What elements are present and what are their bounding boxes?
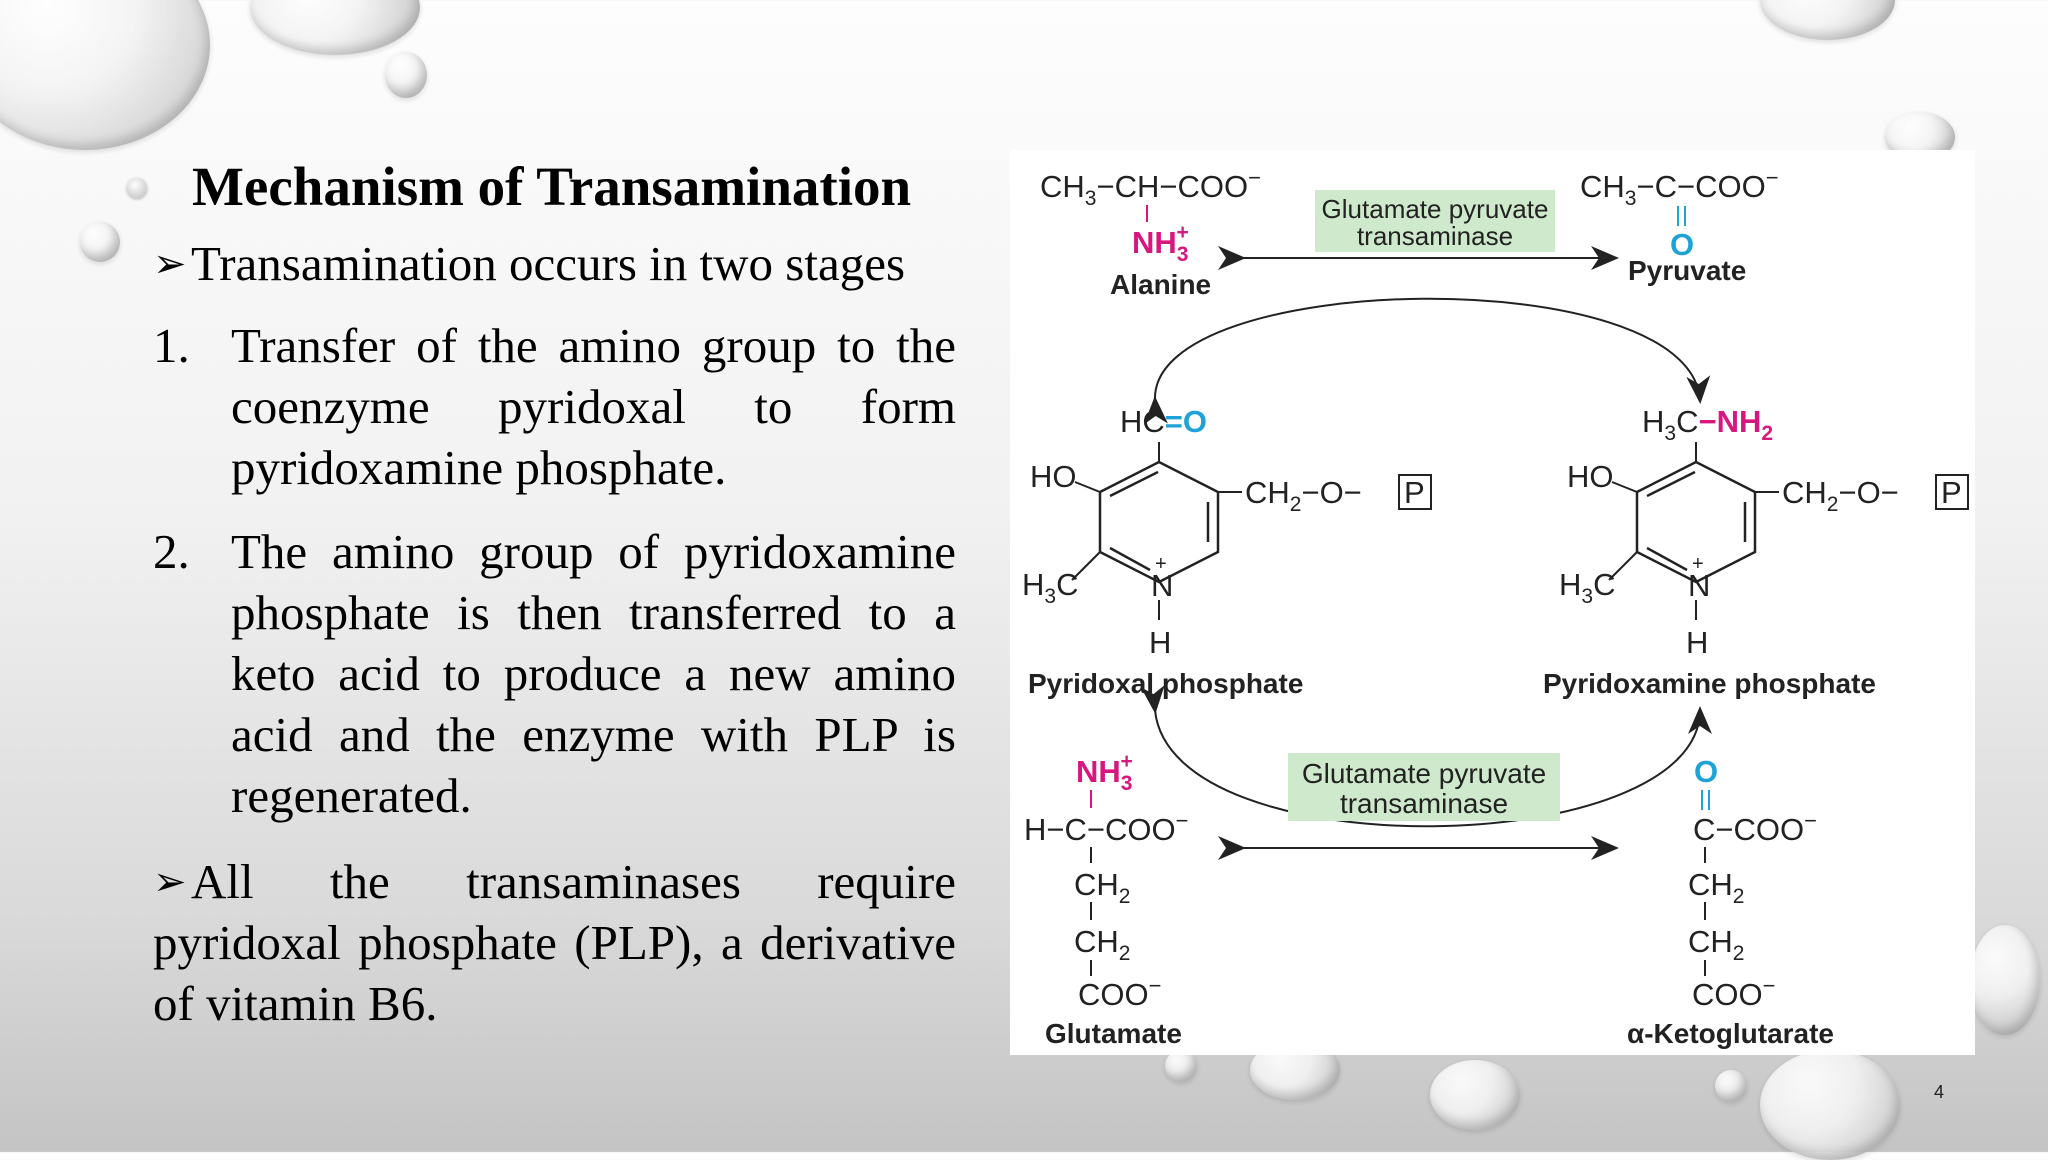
svg-text:COO−: COO−: [1692, 973, 1775, 1012]
enzyme-bottom-line2: transaminase: [1340, 788, 1508, 819]
svg-text:CH2: CH2: [1688, 924, 1744, 965]
svg-text:CH2: CH2: [1688, 867, 1744, 908]
svg-text:C−COO−: C−COO−: [1693, 808, 1817, 847]
arrow-bullet-icon: ➢: [153, 241, 187, 286]
svg-text:COO−: COO−: [1078, 973, 1161, 1012]
water-drop-decoration: [250, 0, 420, 55]
enzyme-bottom-line1: Glutamate pyruvate: [1302, 758, 1546, 789]
plp-bullet: ➢All the transaminases require pyridoxal…: [153, 851, 956, 1034]
water-drop-decoration: [1970, 925, 2040, 1035]
svg-text:P: P: [1941, 475, 1962, 510]
pyruvate-keto: O: [1670, 227, 1694, 262]
enzyme-top-line1: Glutamate pyruvate: [1322, 194, 1549, 224]
list-item-2: 2. The amino group of pyridoxamine phosp…: [153, 521, 956, 826]
svg-text:HO: HO: [1567, 459, 1614, 494]
alanine-formula: CH3−CH−COO−: [1040, 165, 1261, 210]
water-drop-decoration: [1760, 1050, 1900, 1160]
glutamate-alpha: H−C−COO−: [1024, 808, 1188, 847]
ketoglutarate-label: α-Ketoglutarate: [1627, 1018, 1834, 1049]
svg-text:H: H: [1149, 625, 1171, 660]
list-number-2: 2.: [153, 524, 190, 579]
pyridoxal-n: N: [1151, 568, 1173, 603]
svg-text:P: P: [1404, 475, 1425, 510]
pyridoxal-aldehyde: HC=O: [1120, 404, 1207, 439]
list-text-2: The amino group of pyridoxamine phosphat…: [231, 524, 956, 823]
enzyme-top-line2: transaminase: [1357, 221, 1513, 251]
svg-text:H: H: [1686, 625, 1708, 660]
pyruvate-formula: CH3−C−COO−: [1580, 165, 1779, 210]
stages-bullet: ➢Transamination occurs in two stages: [153, 235, 905, 292]
pyridoxal-methyl: H3C: [1022, 567, 1078, 608]
list-item-1: 1. Transfer of the amino group to the co…: [153, 315, 956, 498]
water-drop-decoration: [1430, 1060, 1520, 1130]
svg-text:+: +: [1155, 553, 1167, 575]
pyridoxal-phosphate-group: CH2−O−: [1245, 475, 1362, 516]
alanine-amine: NH3+: [1132, 221, 1189, 266]
svg-text:CH2: CH2: [1074, 924, 1130, 965]
enzyme-box-top: [1315, 190, 1555, 252]
svg-text:H3C: H3C: [1559, 567, 1615, 608]
svg-text:CH2−O−: CH2−O−: [1782, 475, 1899, 516]
enzyme-box-bottom: [1288, 753, 1560, 821]
ketoglutarate-keto: O: [1694, 754, 1718, 789]
pyridoxal-ho: HO: [1030, 459, 1077, 494]
pyridoxal-label: Pyridoxal phosphate: [1028, 668, 1303, 699]
glutamate-label: Glutamate: [1045, 1018, 1182, 1049]
bottom-cycle-arc: [1140, 684, 1712, 828]
pyridoxamine-amine: H3C−NH2: [1642, 404, 1773, 445]
stages-text: Transamination occurs in two stages: [191, 236, 906, 291]
list-number-1: 1.: [153, 318, 190, 373]
water-drop-decoration: [1760, 0, 1895, 40]
glutamate-amine: NH3+: [1076, 750, 1133, 795]
pyridoxamine-label: Pyridoxamine phosphate: [1543, 668, 1876, 699]
pyruvate-label: Pyruvate: [1628, 255, 1746, 286]
water-drop-decoration: [385, 52, 427, 98]
transamination-diagram: CH3−CH−COO− NH3+ Alanine CH3−C−COO− O Py…: [1010, 150, 1975, 1055]
water-drop-decoration: [1715, 1070, 1747, 1102]
top-cycle-arc: [1143, 297, 1711, 425]
list-text-1: Transfer of the amino group to the coenz…: [231, 318, 956, 495]
slide-title: Mechanism of Transamination: [192, 156, 912, 217]
water-drop-decoration: [80, 222, 120, 262]
title-bullet-dot: [127, 178, 147, 198]
svg-text:+: +: [1692, 553, 1704, 575]
water-drop-decoration: [0, 0, 210, 150]
arrow-bullet-icon: ➢: [153, 859, 187, 904]
svg-text:N: N: [1688, 568, 1710, 603]
svg-text:CH2: CH2: [1074, 867, 1130, 908]
water-drop-decoration: [1165, 1050, 1197, 1082]
alanine-label: Alanine: [1110, 269, 1211, 300]
plp-text: All the transaminases require pyridoxal …: [153, 854, 956, 1031]
page-number: 4: [1934, 1082, 1945, 1102]
